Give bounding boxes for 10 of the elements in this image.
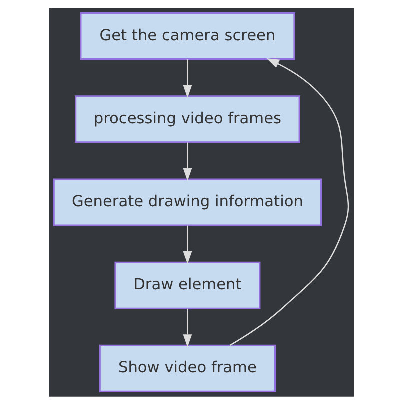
arrow — [182, 308, 192, 348]
arrow — [182, 226, 192, 264]
arrow — [229, 58, 349, 346]
node-box: Draw element — [114, 262, 260, 310]
node-box: Get the camera screen — [80, 12, 295, 60]
arrow — [182, 142, 192, 182]
node-box: processing video frames — [74, 96, 300, 144]
node-box: Show video frame — [98, 344, 276, 392]
arrow — [182, 60, 192, 98]
node-box: Generate drawing information — [52, 178, 322, 226]
